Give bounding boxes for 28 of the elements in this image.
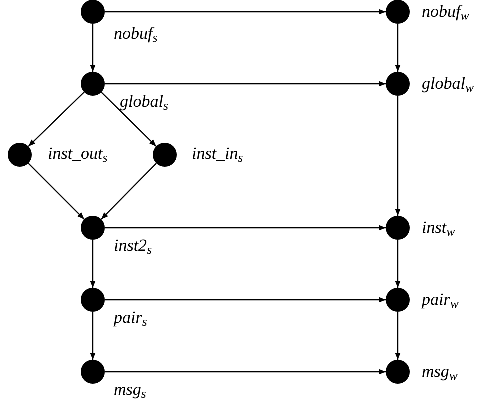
- arrow: [395, 312, 401, 360]
- arrow: [101, 163, 157, 220]
- arrow: [105, 369, 386, 375]
- node-label: pair$_{w}$: [422, 290, 459, 310]
- node-label: inst2$_{s}$: [114, 236, 152, 256]
- node-label: global$_{s}$: [120, 92, 168, 112]
- node-label: inst_in$_{s}$: [192, 144, 244, 164]
- arrow: [395, 96, 401, 216]
- arrow: [395, 240, 401, 288]
- arrow: [90, 240, 96, 288]
- arrow: [105, 225, 386, 231]
- node-label: nobuf$_{w}$: [422, 2, 470, 22]
- node-label: inst_out$_{s}$: [48, 144, 108, 164]
- node-label: nobuf$_{s}$: [114, 24, 158, 44]
- node-label: msg$_{s}$: [114, 380, 146, 400]
- node-label: msg$_{w}$: [422, 362, 458, 382]
- arrow: [90, 312, 96, 360]
- node-label: pair$_{s}$: [114, 308, 148, 328]
- arrow: [101, 92, 157, 147]
- arrow: [105, 81, 386, 87]
- arrow: [105, 297, 386, 303]
- node-label: inst$_{w}$: [422, 218, 456, 238]
- node-label: global$_{w}$: [422, 74, 474, 94]
- arrow: [28, 92, 85, 148]
- arrow: [90, 24, 96, 72]
- arrow: [28, 163, 85, 220]
- arrow: [395, 24, 401, 72]
- arrow: [105, 9, 386, 15]
